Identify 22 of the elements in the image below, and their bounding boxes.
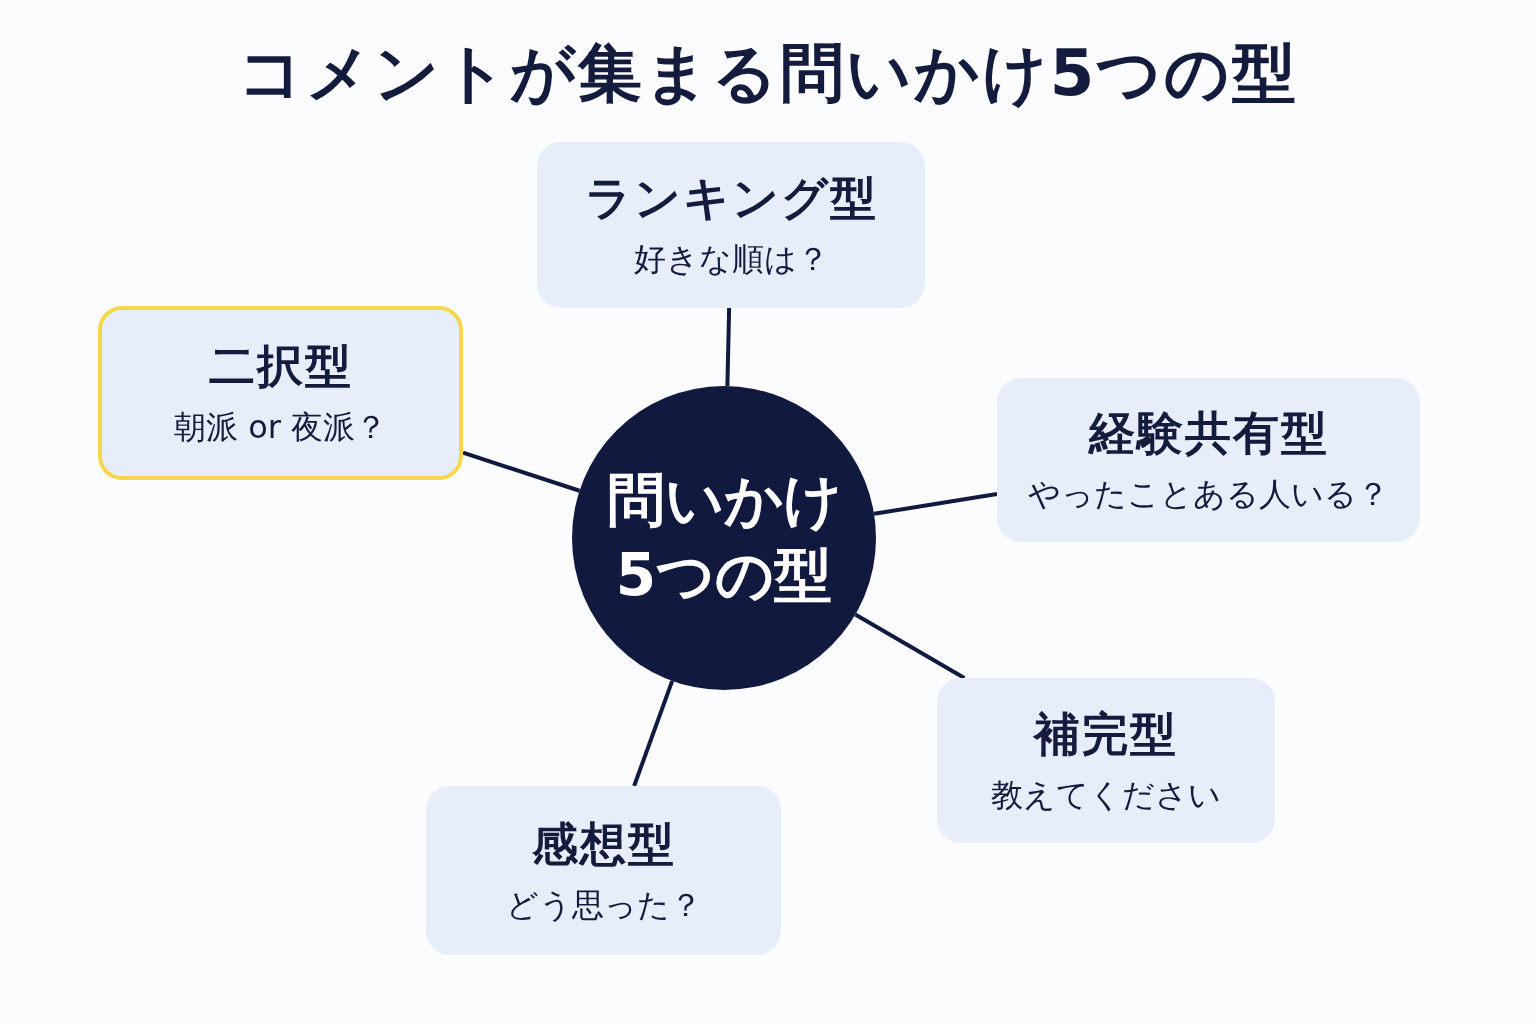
example-question: やったことある人いる？ [1028, 475, 1389, 514]
topic-box [426, 786, 781, 955]
topic-heading: 感想型 [531, 816, 676, 872]
topic-box [537, 142, 925, 308]
example-question: 好きな順は？ [633, 240, 829, 279]
topic-heading: ランキング型 [584, 171, 878, 227]
topic-heading: 二択型 [208, 339, 353, 395]
example-question: 朝派 or 夜派？ [173, 408, 388, 447]
topic-box [98, 306, 463, 480]
example-question: 教えてください [991, 775, 1221, 815]
connector-line [725, 307, 732, 387]
title: コメントが集まる問いかけ5つの型 [237, 36, 1299, 110]
center-label: 問いかけ5つの型 [605, 464, 843, 611]
topic-heading: 補完型 [1034, 706, 1178, 762]
connector-line [462, 450, 581, 493]
example-question: どう思った？ [505, 885, 702, 925]
topic-box [937, 678, 1275, 843]
connector-line [873, 492, 998, 516]
connector-line [854, 612, 966, 680]
topic-box [997, 378, 1420, 542]
connector-line [632, 680, 675, 787]
topic-heading: 経験共有型 [1088, 406, 1329, 462]
